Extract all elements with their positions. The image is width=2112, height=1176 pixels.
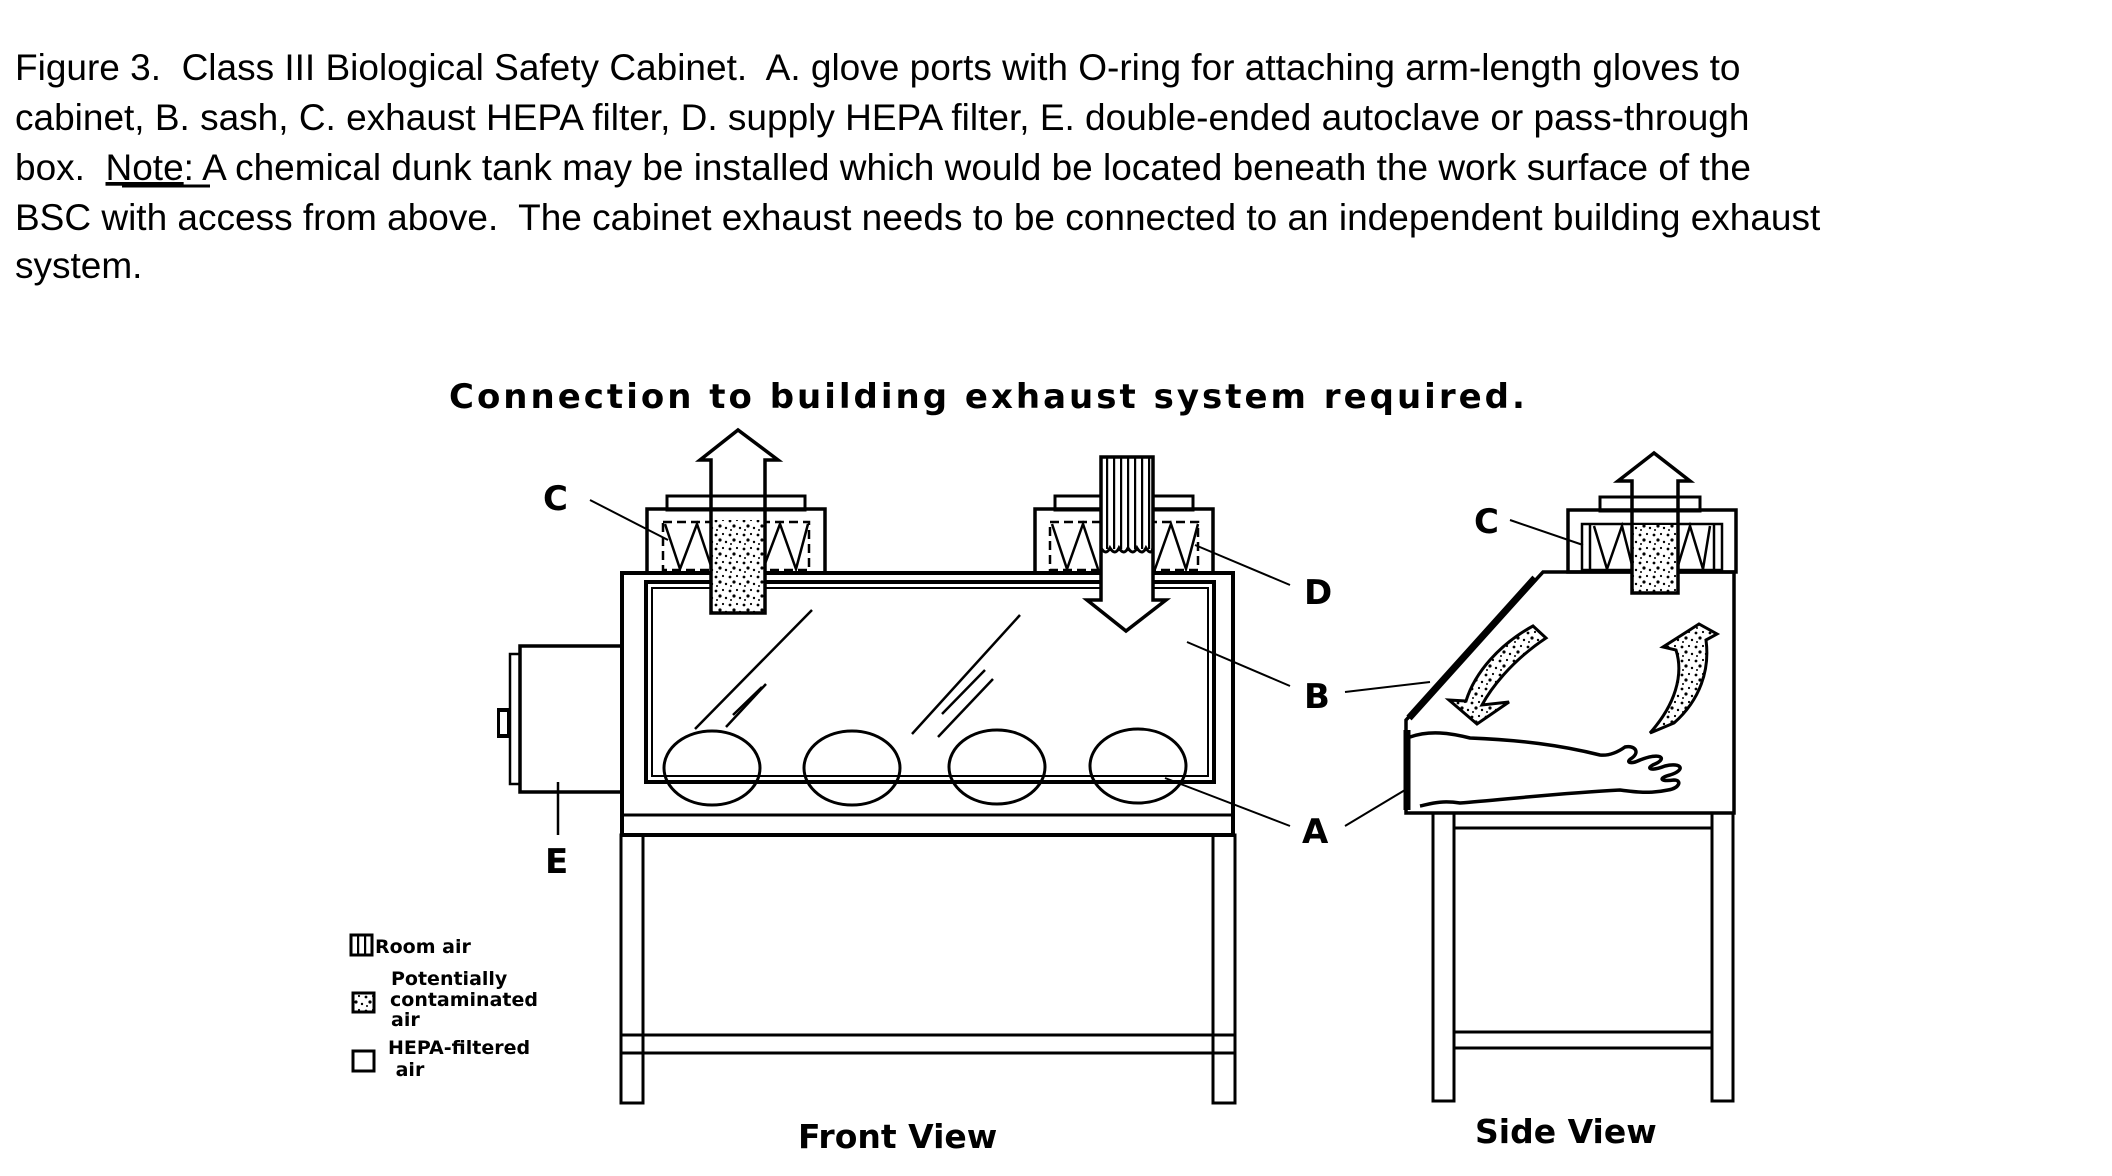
callout-leader-b [1186,641,1291,687]
callout-label-b: B [1304,677,1330,717]
supply-arrow-outline [1081,455,1172,634]
side-view-label: Side View [1475,1112,1657,1151]
glove-port-2 [802,729,902,807]
side-sash [1406,575,1538,721]
callout-label-c-side: C [1474,502,1499,542]
front-view-label: Front View [798,1117,997,1156]
front-legs [619,833,1237,1105]
legend-item-contaminated-air: Potentially contaminated air [351,968,538,1031]
contaminated-air-swatch [351,991,376,1014]
callout-label-d: D [1304,573,1332,613]
callout-label-e: E [545,842,568,882]
caption-line-2: cabinet, B. sash, C. exhaust HEPA filter… [15,97,1749,138]
contaminated-air-fill [711,520,765,613]
airflow-arrow-up [1648,622,1721,735]
room-air-edge [1099,544,1155,554]
caption-line-4: BSC with access from above. The cabinet … [15,197,1821,238]
glare-mark [694,609,813,730]
diagram-heading: Connection to building exhaust system re… [449,377,1528,417]
glare-mark [937,678,994,738]
callout-label-a: A [1302,812,1329,852]
front-leg-right [1211,833,1237,1105]
glare-mark [941,669,986,715]
legend-label: contaminated [390,989,538,1011]
caption-line-5: system. [15,245,142,286]
front-view: C D B A E Front View [497,427,1332,1156]
exhaust-arrow-outline [1612,450,1696,595]
glove-port-4 [1088,727,1188,805]
note-text: : A chemical dunk tank may be installed … [184,147,1751,188]
sash-frame-inner [651,587,1209,777]
callout-label-c-front: C [543,479,568,519]
glare-mark [725,683,767,728]
side-legs [1431,811,1735,1103]
legend: Room air Potentially contaminated air HE… [349,933,538,1081]
sash-window [644,580,1216,784]
exhaust-arrow-side [1612,450,1696,595]
autoclave-door [508,652,522,786]
side-view: C Side View [1344,450,1738,1151]
legend-item-room-air: Room air [349,933,471,958]
filter-pleats [1592,521,1635,574]
legend-label: air [391,1009,420,1031]
caption-line-3-start: box. [15,147,106,188]
callout-leader-b-side [1344,681,1431,693]
callout-leader-c-front [589,499,669,541]
callout-leader-a-side [1344,789,1406,827]
side-leg-back [1710,811,1735,1103]
hepa-air-swatch [351,1049,376,1073]
airflow-arrow-down [1444,624,1549,726]
legend-item-hepa-air: HEPA-filtered air [351,1037,530,1081]
callout-leader-c-side [1509,519,1584,546]
glove-ports [662,727,1188,807]
contaminated-air-fill [1632,525,1678,593]
legend-label: air [389,1059,425,1081]
legend-label: Room air [375,936,471,958]
legend-label: Potentially [391,968,508,990]
callout-leader-d [1194,544,1291,586]
caption-line-1: Figure 3. Class III Biological Safety Ca… [15,47,1740,88]
side-leg-front [1431,811,1456,1103]
note-label: Note [106,147,184,188]
glove-port-1 [662,729,762,807]
legend-label: HEPA-filtered [388,1037,530,1059]
filter-pleats [663,520,714,573]
filter-pleats [761,520,810,574]
gloved-arm [1409,731,1682,808]
exhaust-arrow-outline [694,427,784,615]
glove-port-3 [947,728,1047,806]
callout-leader-a [1164,777,1291,827]
figure-caption: Figure 3. Class III Biological Safety Ca… [15,47,1821,286]
caption-line-3: box. Note: A chemical dunk tank may be i… [15,147,1751,188]
front-leg-left [619,833,645,1105]
exhaust-filter-housing-side [1566,495,1738,574]
supply-arrow-front [1081,455,1172,634]
sash-frame-outer [644,580,1216,784]
filter-pleats [1153,520,1200,574]
filter-pleats [1050,520,1100,573]
glare-mark [911,614,1021,735]
filter-pleats [1675,521,1712,570]
room-air-fill [1101,457,1153,549]
exhaust-arrow-front [694,427,784,615]
autoclave-body [518,644,624,794]
room-air-swatch [349,933,374,957]
autoclave-box [497,644,624,794]
